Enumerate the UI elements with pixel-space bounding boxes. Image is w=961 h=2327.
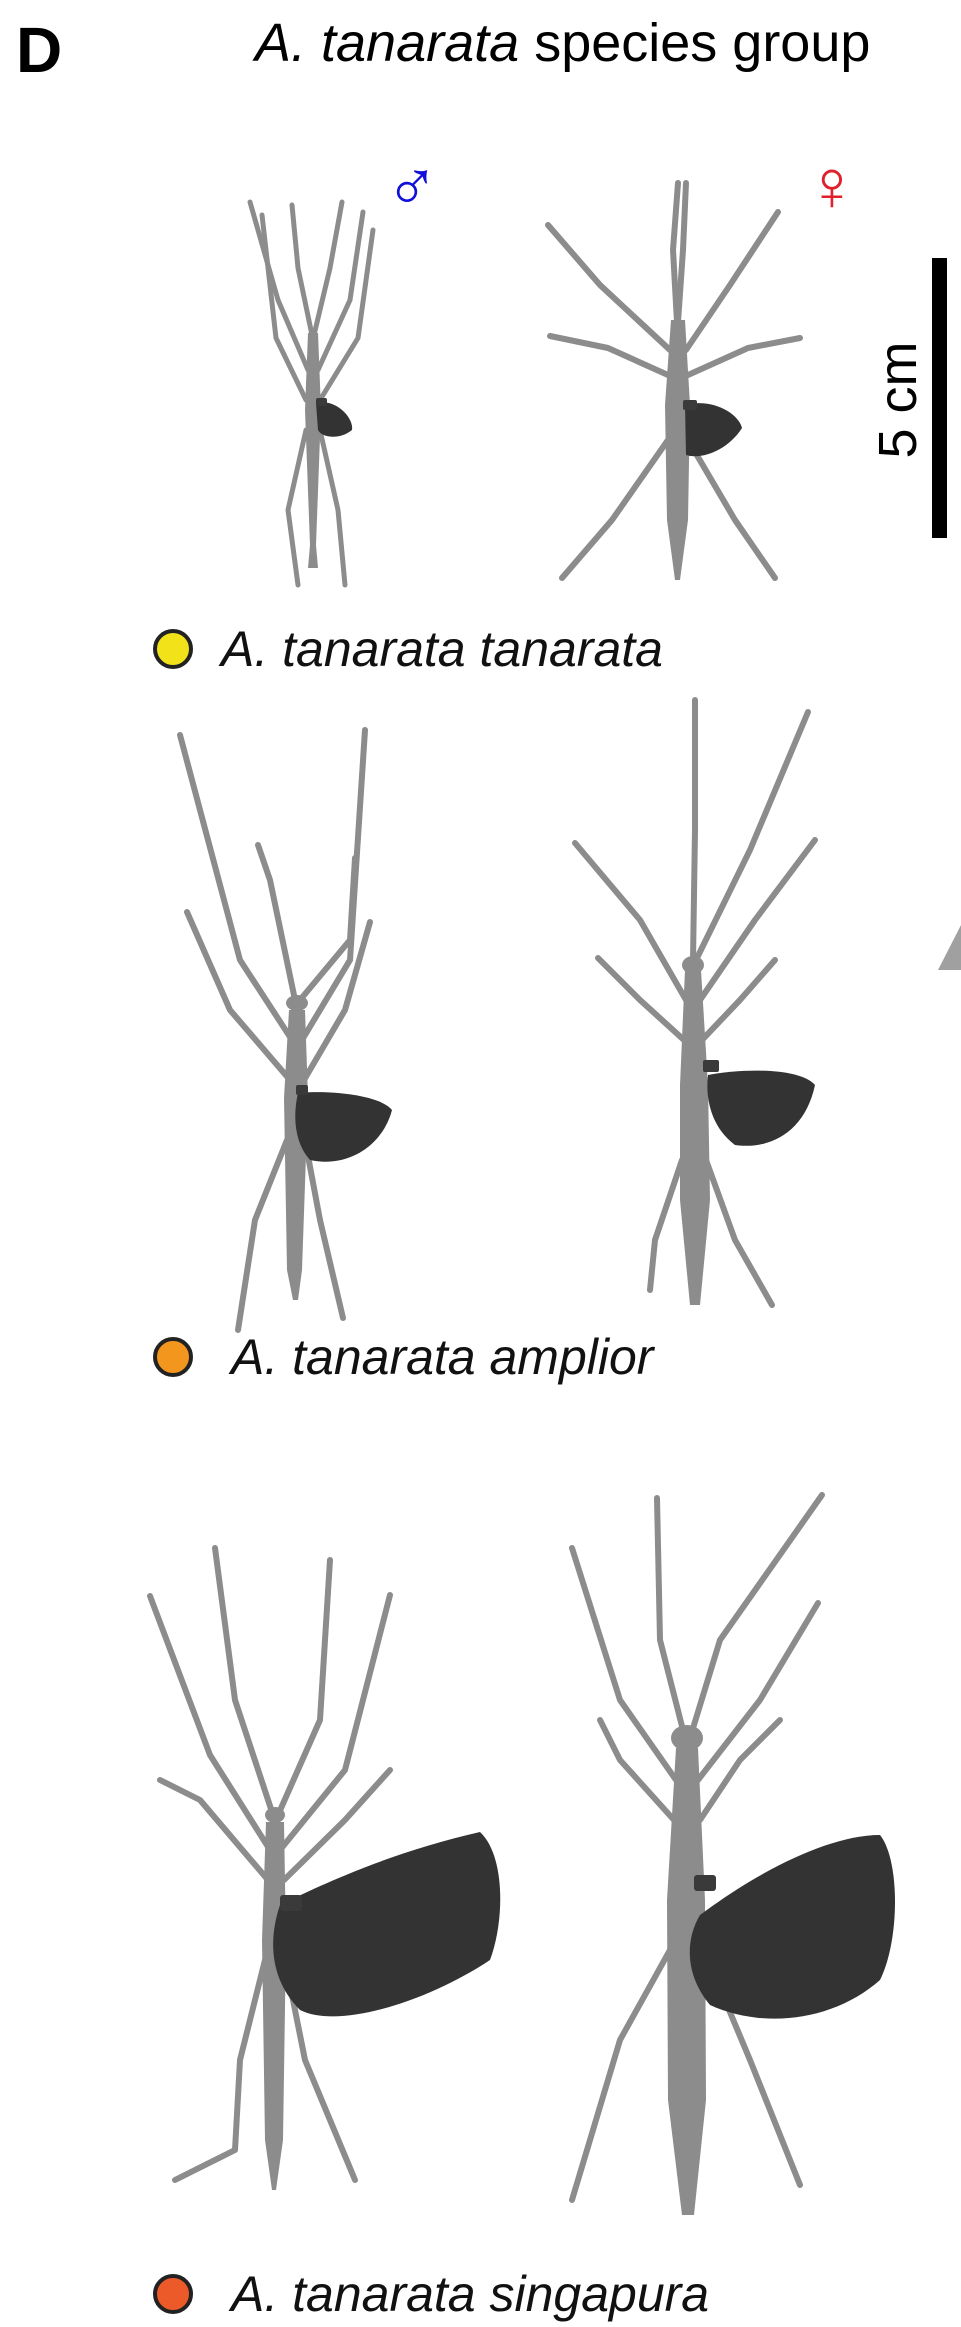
tegmen-amplior-female: [703, 1060, 719, 1072]
wing-tanarata-male: [316, 402, 352, 437]
species-label-row: A. tanarata singapura: [153, 2265, 709, 2323]
tegmen-tanarata-male: [316, 398, 327, 406]
species-label: A. tanarata singapura: [231, 2265, 709, 2323]
tegmen-singapura-female: [694, 1875, 716, 1891]
silhouette-tanarata-female: [548, 183, 800, 580]
wing-tanarata-female: [685, 403, 742, 456]
wing-amplior-male: [295, 1092, 392, 1162]
edge-triangle: [938, 925, 961, 970]
species-label: A. tanarata amplior: [231, 1328, 653, 1386]
silhouette-tanarata-male: [250, 202, 373, 585]
species-label-row: A. tanarata tanarata: [153, 620, 663, 678]
species-color-dot: [153, 629, 193, 669]
silhouette-amplior-female: [575, 700, 815, 1305]
tegmen-amplior-male: [296, 1085, 308, 1095]
tegmen-tanarata-female: [683, 400, 697, 410]
species-label: A. tanarata tanarata: [221, 620, 663, 678]
silhouette-singapura-female: [572, 1495, 822, 2215]
silhouette-amplior-male: [180, 730, 370, 1330]
species-color-dot: [153, 2274, 193, 2314]
silhouette-singapura-male: [150, 1548, 390, 2190]
tegmen-singapura-male: [280, 1895, 302, 1911]
species-color-dot: [153, 1337, 193, 1377]
wing-singapura-female: [690, 1835, 895, 2019]
species-label-row: A. tanarata amplior: [153, 1328, 653, 1386]
wing-amplior-female: [707, 1071, 815, 1146]
